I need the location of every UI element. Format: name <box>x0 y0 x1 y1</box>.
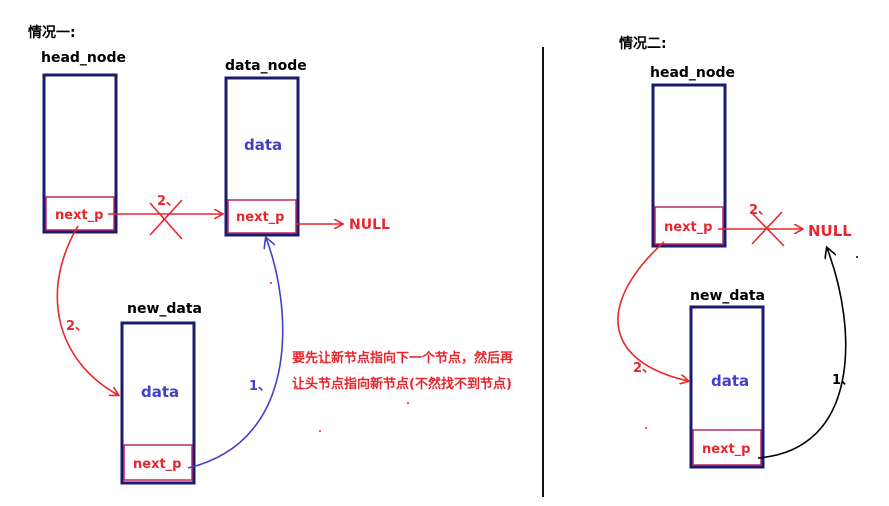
case1-new-data-pointer-cell <box>123 444 193 481</box>
case2-new-data-next-p: next_p <box>702 442 750 457</box>
stray-dot <box>645 427 647 429</box>
case2-head-to-new-arrow <box>617 241 688 381</box>
case1-data-node-next-p: next_p <box>236 210 284 225</box>
stray-dot <box>270 282 272 284</box>
case2-step-cross-label: 2、 <box>749 203 771 218</box>
case1-step-cross-label: 2、 <box>157 194 179 209</box>
case2-null-label: NULL <box>808 222 852 240</box>
case2-head-node-next-p: next_p <box>664 220 712 235</box>
case1-head-node-next-p: next_p <box>55 208 103 223</box>
case1-note-line2: 让头节点指向新节点(不然找不到节点) <box>292 376 512 392</box>
case1-null-label: NULL <box>349 217 390 233</box>
case1-data-node-label: data_node <box>225 58 307 74</box>
case2-group: 情况二: head_node next_p 2、 NULL new_data d… <box>617 35 854 469</box>
case2-step-up-label: 1、 <box>832 373 854 388</box>
case1-title: 情况一: <box>28 24 76 41</box>
case2-step-down-label: 2、 <box>633 361 655 376</box>
case1-new-data-next-p: next_p <box>133 457 181 472</box>
case1-new-data-content: data <box>141 383 179 401</box>
case1-step-down-label: 2、 <box>66 319 88 334</box>
case1-new-data-label: new_data <box>127 301 202 317</box>
stray-dot <box>319 430 321 432</box>
case2-cross-mark <box>751 211 785 247</box>
case1-data-node-content: data <box>244 136 282 154</box>
case1-head-node-pointer-cell <box>45 196 115 231</box>
case2-new-data-pointer-cell <box>692 429 762 466</box>
case1-head-to-new-arrow <box>56 225 118 395</box>
case1-group: 情况一: head_node next_p data_node data nex… <box>28 24 513 485</box>
case1-head-node-label: head_node <box>41 50 126 66</box>
case2-title: 情况二: <box>619 35 667 52</box>
case2-new-data-content: data <box>711 372 749 390</box>
case2-new-data-label: new_data <box>690 288 765 304</box>
case2-new-to-null-arrow <box>757 248 847 459</box>
stray-dot <box>407 402 409 404</box>
case1-step-up-label: 1、 <box>249 379 271 394</box>
case1-data-node-pointer-cell <box>227 199 297 234</box>
case2-head-node-pointer-cell <box>654 206 724 245</box>
case1-new-to-data-arrow <box>187 238 284 469</box>
case2-head-node-label: head_node <box>650 65 735 81</box>
stray-dot <box>856 256 858 258</box>
case1-cross-mark <box>149 199 183 240</box>
case1-note-line1: 要先让新节点指向下一个节点，然后再 <box>292 350 513 366</box>
